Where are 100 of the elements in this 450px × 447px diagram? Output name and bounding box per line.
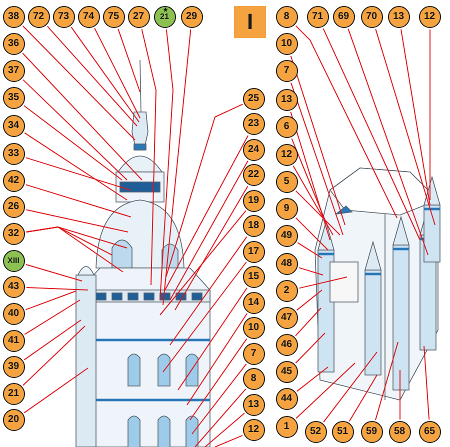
leader-line bbox=[298, 267, 324, 276]
leader-line bbox=[22, 25, 136, 140]
leader-line bbox=[24, 132, 128, 200]
callout-number: 2 bbox=[276, 280, 298, 302]
callout-number: 75 bbox=[102, 6, 124, 28]
leader-line bbox=[174, 186, 248, 310]
leader-line bbox=[94, 28, 140, 118]
callout-number: 18 bbox=[242, 215, 264, 237]
callout-number: 14 bbox=[242, 292, 264, 314]
callout-number: XIII bbox=[2, 250, 24, 272]
callout-number: 74 bbox=[78, 6, 100, 28]
callout-number: 65 bbox=[418, 420, 440, 442]
leader-line bbox=[24, 300, 80, 335]
callout-number: 51 bbox=[332, 420, 354, 442]
callout-number: 43 bbox=[2, 276, 24, 298]
leader-line bbox=[348, 28, 428, 256]
callout-number: 34 bbox=[2, 114, 24, 136]
callout-number: 25 bbox=[242, 88, 264, 110]
leader-line bbox=[291, 138, 328, 226]
leader-line bbox=[22, 52, 142, 180]
callout-number: 26 bbox=[2, 196, 24, 218]
leader-line bbox=[162, 28, 192, 306]
section-badge: I bbox=[234, 6, 266, 38]
callout-number: 37 bbox=[2, 60, 24, 82]
callout-number: 6 bbox=[276, 116, 298, 138]
leader-line bbox=[290, 55, 346, 226]
leader-line bbox=[190, 338, 248, 420]
leader-line bbox=[290, 82, 344, 236]
callout-number: 70 bbox=[360, 6, 382, 28]
callout-number: 39 bbox=[2, 356, 24, 378]
leader-line bbox=[24, 368, 88, 414]
leader-line bbox=[160, 210, 246, 316]
callout-number: 44 bbox=[276, 388, 298, 410]
leader-line bbox=[297, 242, 322, 258]
callout-number: 22 bbox=[242, 164, 264, 186]
leader-line bbox=[160, 28, 174, 300]
callout-number: 5 bbox=[276, 170, 298, 192]
leader-line bbox=[290, 111, 330, 240]
callout-number: 17 bbox=[242, 240, 264, 262]
leader-line bbox=[164, 135, 249, 290]
callout-number: 13 bbox=[242, 394, 264, 416]
callout-number: 32 bbox=[2, 222, 24, 244]
leader-line bbox=[296, 290, 322, 311]
leader-line bbox=[22, 79, 128, 180]
leader-line bbox=[296, 362, 356, 419]
callout-number: 23 bbox=[242, 113, 264, 135]
callout-number: 47 bbox=[276, 306, 298, 328]
leader-line bbox=[22, 326, 86, 386]
callout-number: 12 bbox=[418, 6, 440, 28]
callout-number: 27 bbox=[128, 6, 150, 28]
callout-number: 13 bbox=[388, 6, 410, 28]
leader-line bbox=[194, 388, 246, 447]
callout-number: 7 bbox=[242, 342, 264, 364]
leader-line bbox=[166, 104, 244, 278]
leader-line bbox=[26, 264, 82, 282]
callout-number: 38 bbox=[2, 6, 24, 28]
leader-line bbox=[295, 308, 322, 336]
leader-line bbox=[295, 332, 326, 364]
leader-line bbox=[348, 374, 378, 422]
leader-line bbox=[323, 352, 378, 423]
leader-line bbox=[25, 184, 132, 218]
callout-number: 33 bbox=[2, 142, 24, 164]
leader-line bbox=[322, 28, 420, 240]
leader-line bbox=[296, 366, 328, 392]
callout-number: 40 bbox=[2, 302, 24, 324]
leader-line bbox=[192, 363, 247, 434]
leader-line bbox=[424, 346, 430, 420]
leader-line bbox=[204, 412, 245, 447]
callout-number: 21 bbox=[2, 382, 24, 404]
callout-number: 7 bbox=[276, 60, 298, 82]
callout-number: 13 bbox=[276, 88, 298, 110]
leader-line bbox=[46, 26, 138, 126]
callout-number: 42 bbox=[2, 170, 24, 192]
callout-number: 29 bbox=[180, 6, 202, 28]
callout-number: 46 bbox=[276, 334, 298, 356]
callout-number: 58 bbox=[388, 420, 410, 442]
callout-number: 48 bbox=[276, 252, 298, 274]
leader-line bbox=[24, 320, 82, 360]
leader-line bbox=[298, 276, 348, 289]
leader-line bbox=[400, 28, 430, 206]
callout-number: 59 bbox=[360, 420, 382, 442]
callout-number: 35 bbox=[2, 86, 24, 108]
leader-line bbox=[26, 287, 88, 290]
leader-line bbox=[26, 209, 128, 232]
leader-line bbox=[214, 434, 243, 447]
callout-number: 24 bbox=[242, 138, 264, 160]
leader-line bbox=[295, 25, 398, 218]
leader-line bbox=[170, 236, 248, 346]
leader-line bbox=[70, 26, 140, 122]
callout-number: 12 bbox=[242, 419, 264, 441]
leader-line bbox=[178, 287, 248, 390]
leader-line bbox=[170, 160, 248, 300]
callout-number: 45 bbox=[276, 360, 298, 382]
callout-number: 12 bbox=[276, 144, 298, 166]
callout-number: 1 bbox=[276, 416, 298, 438]
callout-number: 10 bbox=[276, 32, 298, 54]
leader-line bbox=[162, 262, 247, 372]
callout-number: 72 bbox=[28, 6, 50, 28]
callout-number: 49 bbox=[276, 224, 298, 246]
callout-number: 41 bbox=[2, 330, 24, 352]
